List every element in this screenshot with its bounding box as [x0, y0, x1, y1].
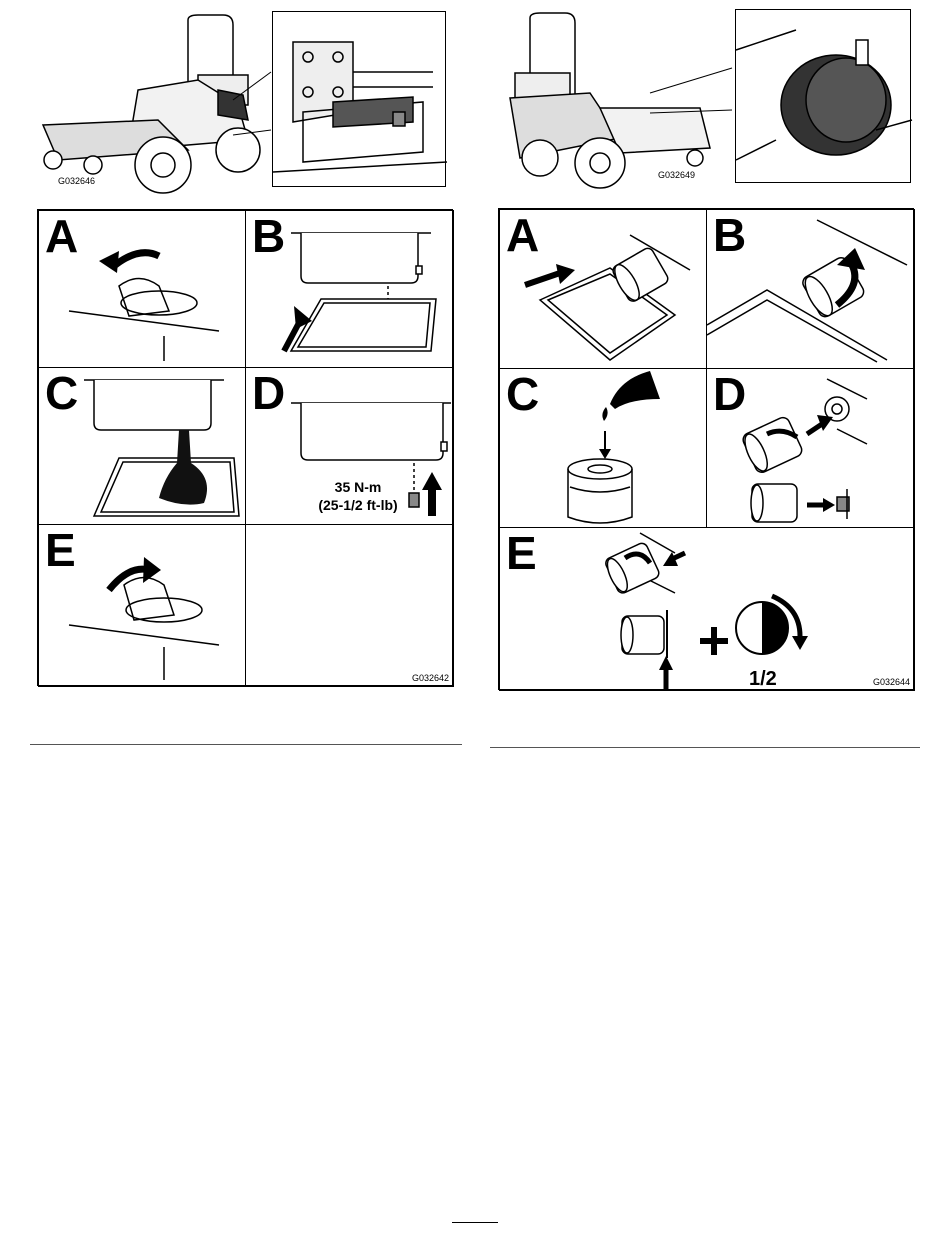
mower-overview-figure-left: G032646 [38, 10, 448, 190]
torque-spec: 35 N-m (25-1/2 ft-lb) [298, 478, 418, 514]
oil-drain-plug-detail [272, 11, 446, 187]
counter-clockwise-arrow [114, 253, 159, 266]
oil-container [610, 371, 660, 409]
figure-code: G032642 [412, 673, 449, 683]
figure-code: G032649 [658, 170, 695, 180]
panel-c-fill-new-filter: C [499, 368, 707, 528]
torque-metric: 35 N-m [298, 478, 418, 496]
panel-d-lubricate-gasket: D [706, 368, 915, 528]
panel-empty: G032642 [245, 524, 454, 687]
mower-overview-figure-right: G032649 [500, 8, 912, 188]
panel-d-reinstall-drain-plug: D 35 N-m (25-1/2 ft-lb) [245, 367, 454, 525]
panel-b-place-drain-pan: B [245, 210, 454, 368]
oil-drain-procedure-figure: A B [37, 209, 453, 686]
panel-e-install-fill-cap: E [38, 524, 246, 687]
half-turn-label: 1/2 [749, 668, 777, 691]
page-number-rule [452, 1222, 498, 1223]
panel-e-tighten-filter: E 1/2 G032644 [499, 527, 915, 691]
section-divider-right [490, 747, 920, 748]
callout-lines [650, 18, 730, 138]
figure-code: G032644 [873, 677, 910, 687]
panel-a-remove-fill-cap: A [38, 210, 246, 368]
panel-c-drain-oil: C [38, 367, 246, 525]
panel-b-unscrew-filter: B [706, 209, 915, 369]
oil-filter-detail [735, 9, 911, 183]
panel-a-remove-filter: A [499, 209, 707, 369]
oil-filter-procedure-figure: A B [498, 208, 914, 690]
section-divider-left [30, 744, 462, 745]
figure-code: G032646 [58, 176, 95, 186]
torque-imperial: (25-1/2 ft-lb) [298, 496, 418, 514]
